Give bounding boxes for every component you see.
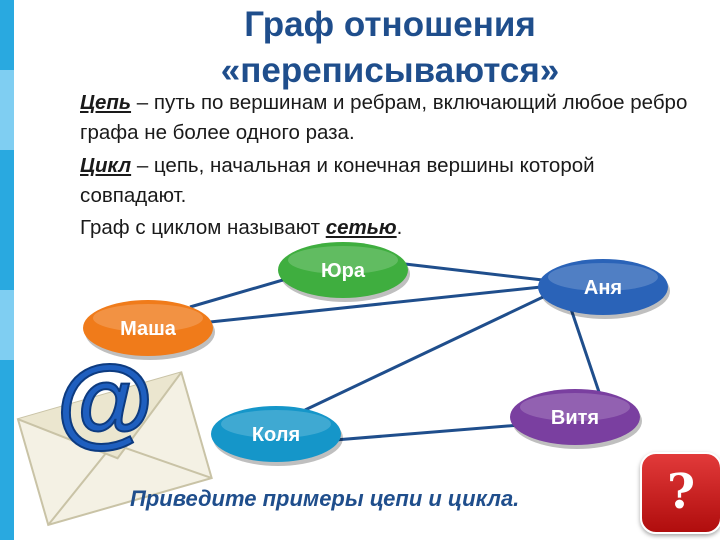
chain-text: – путь по вершинам и ребрам, включающий … bbox=[80, 91, 688, 144]
network-definition: Граф с циклом называют сетью. bbox=[80, 213, 700, 243]
node-shape bbox=[211, 406, 341, 462]
node-highlight bbox=[548, 263, 658, 291]
network-suffix: . bbox=[396, 216, 403, 239]
node-anya: Аня bbox=[538, 259, 670, 319]
svg-text:@: @ bbox=[56, 345, 154, 457]
node-shape bbox=[510, 389, 640, 445]
title-line-2: «переписываются» bbox=[220, 51, 560, 90]
email-envelope-icon: @ bbox=[16, 344, 213, 527]
side-stripe bbox=[0, 0, 14, 540]
title-line-1: Граф отношения bbox=[244, 5, 536, 44]
page-title: Граф отношения «переписываются» bbox=[40, 2, 720, 94]
cycle-term: Цикл bbox=[80, 154, 132, 177]
cycle-definition: Цикл – цепь, начальная и конечная вершин… bbox=[80, 151, 700, 211]
node-highlight bbox=[520, 393, 630, 421]
node-label-vitya: Витя bbox=[551, 407, 599, 429]
node-shape bbox=[83, 300, 213, 356]
chain-definition: Цепь – путь по вершинам и ребрам, включа… bbox=[80, 88, 700, 148]
question-prompt: Приведите примеры цепи и цикла. bbox=[130, 486, 520, 511]
edge-kolya-anya bbox=[304, 286, 563, 412]
edge-masha-yura bbox=[189, 273, 301, 309]
side-stripe-segment bbox=[0, 290, 14, 360]
node-vitya: Витя bbox=[510, 389, 642, 449]
cycle-text: – цепь, начальная и конечная вершины кот… bbox=[80, 154, 595, 207]
network-prefix: Граф с циклом называют bbox=[80, 216, 326, 239]
node-shape bbox=[538, 259, 668, 315]
chain-term: Цепь bbox=[80, 91, 132, 114]
node-highlight bbox=[93, 304, 203, 332]
help-button[interactable]: ? bbox=[640, 452, 720, 534]
node-label-kolya: Коля bbox=[252, 424, 300, 446]
edge-yura-anya bbox=[404, 262, 561, 284]
node-kolya: Коля bbox=[211, 406, 343, 466]
edge-kolya-vitya bbox=[334, 423, 521, 442]
edge-masha-anya bbox=[209, 283, 561, 324]
node-label-masha: Маша bbox=[120, 318, 177, 340]
node-masha: Маша bbox=[83, 300, 215, 360]
node-label-anya: Аня bbox=[584, 277, 622, 299]
node-yura: Юра bbox=[278, 242, 410, 302]
node-shape bbox=[278, 242, 408, 298]
edge-anya-vitya bbox=[566, 299, 602, 396]
side-stripe-segment bbox=[0, 70, 14, 150]
node-highlight bbox=[221, 410, 331, 438]
network-term: сетью bbox=[325, 216, 397, 239]
node-label-yura: Юра bbox=[321, 260, 366, 282]
node-highlight bbox=[288, 246, 398, 274]
